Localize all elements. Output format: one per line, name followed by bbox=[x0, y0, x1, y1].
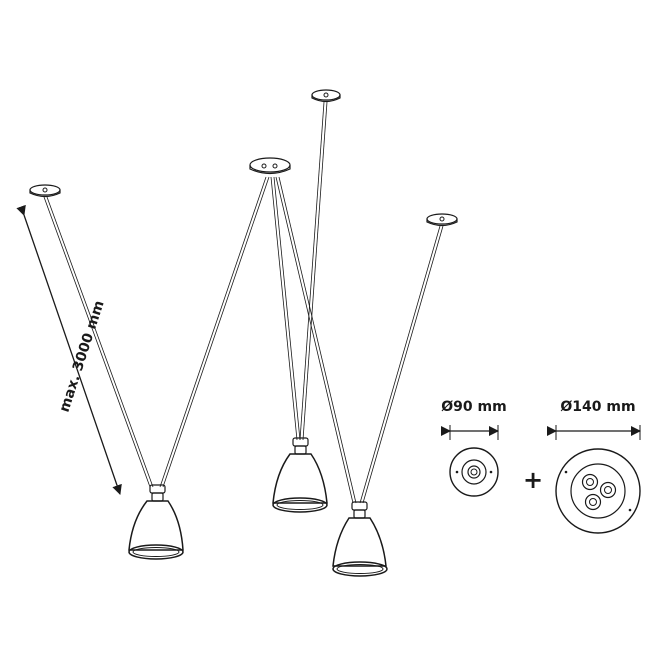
cable-length-dimension: max. 3000 mm bbox=[16, 204, 122, 495]
canopy-center bbox=[249, 157, 291, 175]
canopy-top bbox=[311, 89, 341, 103]
lamp-shade-right bbox=[332, 501, 388, 577]
lamp-shade-left bbox=[128, 484, 184, 560]
canopy-right bbox=[426, 213, 458, 227]
cable-length-label: max. 3000 mm bbox=[57, 299, 108, 415]
plus-icon: + bbox=[523, 466, 543, 494]
single-canopy-diameter-label: Ø90 mm bbox=[441, 399, 506, 415]
multi-canopy-diameter-label: Ø140 mm bbox=[560, 399, 635, 415]
single-canopy-detail: Ø90 mm bbox=[441, 399, 507, 497]
multi-canopy-icon bbox=[555, 448, 641, 534]
lamp-shade-middle bbox=[272, 437, 328, 513]
single-canopy-icon bbox=[449, 447, 499, 497]
canopy-left bbox=[29, 184, 61, 198]
multi-canopy-detail: Ø140 mm bbox=[547, 399, 641, 534]
dimension-arrow-icon bbox=[16, 204, 122, 495]
